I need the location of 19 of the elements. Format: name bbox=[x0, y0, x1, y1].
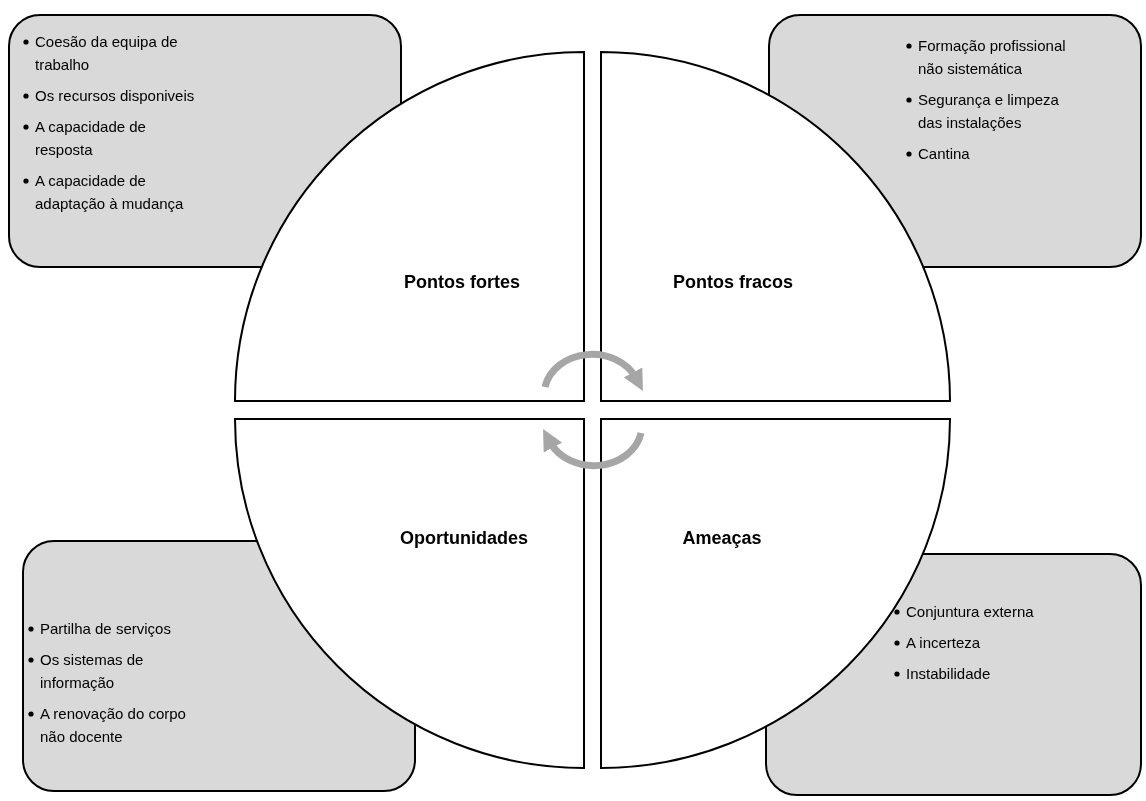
bullet-item: A capacidade de resposta bbox=[35, 118, 146, 158]
bullet-item: A renovação do corpo não docente bbox=[40, 705, 186, 745]
quadrant-title: Oportunidades bbox=[400, 527, 528, 549]
bullet-item: Conjuntura externa bbox=[906, 603, 1034, 620]
bullet-item: Coesão da equipa de trabalho bbox=[35, 33, 178, 73]
bullet-item: Os recursos disponiveis bbox=[35, 87, 195, 104]
bullet-item: A incerteza bbox=[906, 634, 981, 651]
bullet-item: Partilha de serviços bbox=[40, 620, 171, 637]
quadrant-title: Ameaças bbox=[682, 527, 762, 549]
cycle-arrow bbox=[542, 429, 645, 470]
bullet-item: A capacidade de adaptação à mudança bbox=[35, 172, 184, 212]
quadrant-title: Pontos fortes bbox=[404, 271, 520, 293]
bullet-item: Instabilidade bbox=[906, 665, 991, 682]
quadrant-title: Pontos fracos bbox=[673, 271, 793, 293]
cycle-arrow bbox=[541, 350, 644, 391]
bullet-item: Cantina bbox=[918, 145, 970, 162]
bullet-item: Segurança e limpeza das instalações bbox=[918, 91, 1059, 131]
bullet-item: Formação profissional não sistemática bbox=[918, 37, 1066, 77]
bullet-item: Os sistemas de informação bbox=[40, 651, 144, 691]
